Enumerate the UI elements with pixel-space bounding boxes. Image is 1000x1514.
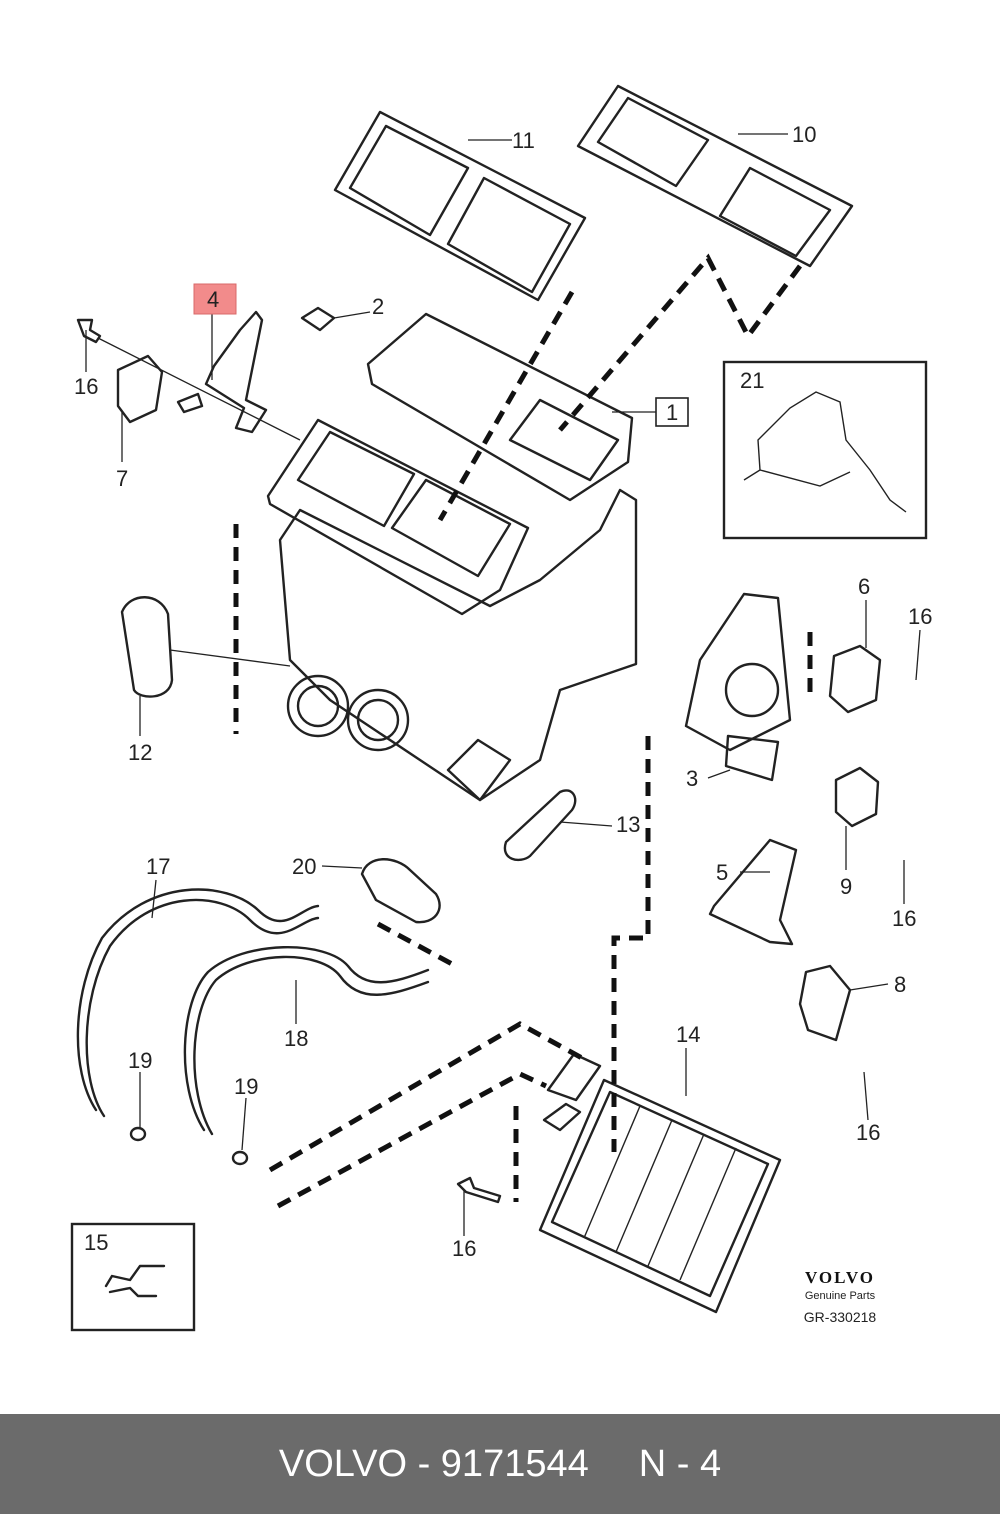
filter-10 bbox=[576, 84, 854, 268]
callout-16-c: 16 bbox=[892, 906, 916, 931]
dashed-lines bbox=[233, 253, 813, 1209]
mechanism-right bbox=[684, 592, 792, 782]
callout-16-b: 16 bbox=[908, 604, 932, 629]
callout-3: 3 bbox=[686, 766, 698, 791]
screw-line bbox=[97, 337, 301, 441]
callout-16-a: 16 bbox=[74, 374, 98, 399]
actuator-8 bbox=[798, 964, 852, 1042]
gasket-13 bbox=[503, 789, 577, 862]
oring-19-right bbox=[231, 1150, 249, 1166]
callout-16-e: 16 bbox=[452, 1236, 476, 1261]
callout-20: 20 bbox=[292, 854, 316, 879]
seal-20 bbox=[360, 858, 441, 924]
callout-4-highlight bbox=[193, 283, 237, 315]
diagram-reference: GR-330218 bbox=[803, 1309, 877, 1325]
gasket-12 bbox=[120, 596, 174, 698]
callout-19-a: 19 bbox=[128, 1048, 152, 1073]
heater-housing-1 bbox=[266, 312, 638, 802]
callout-8: 8 bbox=[894, 972, 906, 997]
callout-19-b: 19 bbox=[234, 1074, 258, 1099]
callout-13: 13 bbox=[616, 812, 640, 837]
callout-11: 11 bbox=[512, 128, 535, 153]
callout-15: 15 bbox=[84, 1230, 108, 1255]
filter-11 bbox=[333, 110, 587, 302]
screw-16-left bbox=[76, 318, 102, 344]
actuator-7 bbox=[116, 354, 164, 424]
footer-bar: VOLVO - 9171544 N - 4 bbox=[0, 1414, 1000, 1514]
actuator-9 bbox=[834, 766, 880, 828]
heater-core-14 bbox=[538, 1052, 782, 1314]
callout-9: 9 bbox=[840, 874, 852, 899]
callout-21: 21 bbox=[740, 368, 764, 393]
callout-4: 4 bbox=[207, 287, 219, 312]
callout-5: 5 bbox=[716, 860, 728, 885]
actuator-6 bbox=[828, 644, 882, 714]
callout-7: 7 bbox=[116, 466, 128, 491]
callout-18: 18 bbox=[284, 1026, 308, 1051]
volvo-logo: VOLVO bbox=[804, 1268, 876, 1287]
hose-18 bbox=[183, 946, 430, 1136]
callout-1-box bbox=[655, 397, 689, 427]
callout-10: 10 bbox=[792, 122, 816, 147]
oring-19-left bbox=[129, 1126, 147, 1142]
brand-tagline: Genuine Parts bbox=[804, 1290, 876, 1302]
wiring-box-21 bbox=[722, 360, 928, 540]
callout-16-d: 16 bbox=[856, 1120, 880, 1145]
footer-part-number: VOLVO - 9171544 bbox=[278, 1442, 589, 1485]
callout-2: 2 bbox=[372, 294, 384, 319]
screw-16-bottom bbox=[456, 1176, 502, 1204]
callout-17: 17 bbox=[146, 854, 170, 879]
clip-box-15 bbox=[70, 1222, 196, 1332]
lever-5 bbox=[708, 838, 798, 946]
lever-4 bbox=[176, 310, 268, 434]
parts-diagram: 11 10 2 4 1 16 7 21 6 16 12 3 13 17 20 5… bbox=[70, 84, 932, 1332]
clip-2 bbox=[300, 306, 336, 332]
footer-position: N - 4 bbox=[638, 1442, 722, 1485]
callout-12: 12 bbox=[128, 740, 152, 765]
callout-6: 6 bbox=[858, 574, 870, 599]
leader-lines bbox=[85, 133, 921, 1236]
callout-1: 1 bbox=[666, 400, 678, 425]
hose-17 bbox=[76, 888, 320, 1118]
callout-14: 14 bbox=[676, 1022, 700, 1047]
